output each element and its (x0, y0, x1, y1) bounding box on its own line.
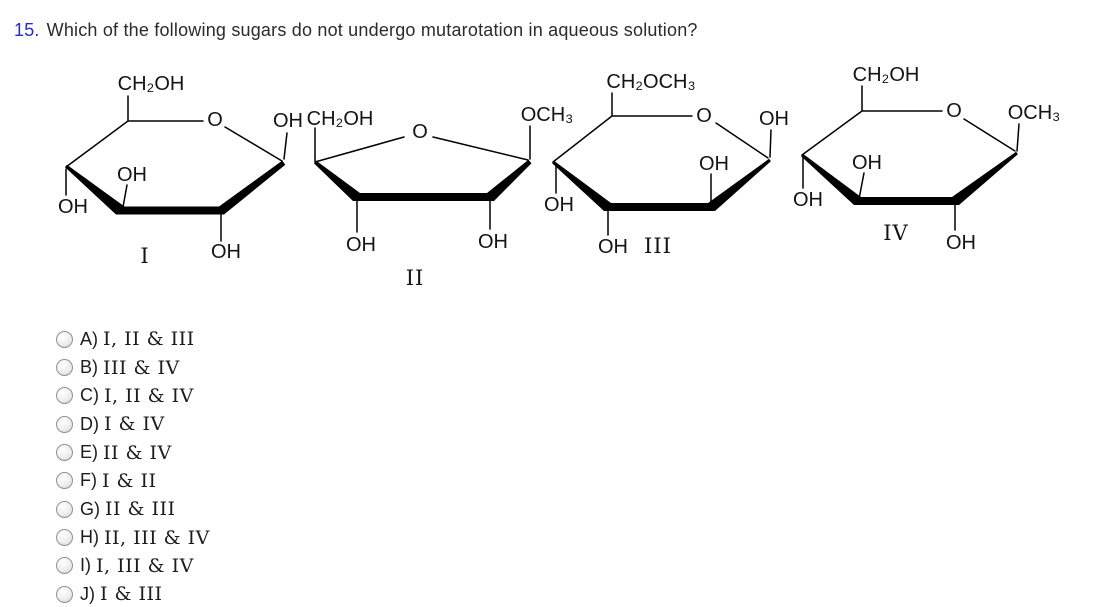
ring-back-edges (801, 85, 1020, 231)
option-letter: A) (80, 328, 98, 349)
structure-numeral: III (644, 234, 672, 258)
option-letter: F) (80, 470, 97, 491)
radio-button[interactable] (56, 330, 73, 348)
option-choices: I, II & IV (104, 384, 194, 407)
answer-option-j[interactable]: J) I & III (56, 580, 210, 607)
structure-I: CH₂OH O OH OH OH OH I (58, 73, 303, 268)
oh-c4-label: OH (58, 196, 88, 218)
answer-option-b[interactable]: B) III & IV (56, 353, 210, 381)
option-letter: D) (80, 413, 99, 434)
answer-option-i[interactable]: I) I, III & IV (56, 552, 210, 580)
option-choices: III & IV (103, 356, 180, 379)
radio-button[interactable] (56, 444, 73, 462)
structure-III: CH₂OCH₃ O OH OH OH OH III (544, 71, 789, 258)
ring-front-bold-rim (552, 158, 771, 211)
answer-option-c[interactable]: C) I, II & IV (56, 382, 210, 410)
ring-back-edges (314, 125, 531, 233)
oh-c4-label: OH (793, 189, 823, 211)
ring-oxygen-label: O (696, 105, 712, 127)
option-choices: II & IV (103, 441, 172, 464)
ring-front-bold-rim (314, 159, 532, 201)
option-letter: I) (80, 555, 91, 576)
anomeric-oh-label: OH (273, 110, 303, 132)
option-letter: H) (80, 527, 99, 548)
answer-option-g[interactable]: G) II & III (56, 495, 210, 523)
question-text: Which of the following sugars do not und… (46, 20, 698, 40)
option-choices: I, III & IV (96, 554, 194, 577)
answer-option-h[interactable]: H) II, III & IV (56, 523, 210, 551)
answer-option-d[interactable]: D) I & IV (56, 410, 210, 438)
answer-option-a[interactable]: A) I, II & III (56, 325, 210, 353)
option-choices: I & IV (104, 413, 165, 436)
structure-II: CH₂OH O OCH₃ OH OH II (307, 104, 574, 290)
structure-numeral: II (406, 266, 425, 290)
ring-back-edges (552, 92, 772, 236)
ring-oxygen-label: O (207, 109, 223, 131)
option-letter: B) (80, 357, 98, 378)
answer-option-f[interactable]: F) I & II (56, 467, 210, 495)
option-letter: E) (80, 442, 98, 463)
radio-button[interactable] (56, 585, 73, 603)
radio-button[interactable] (56, 500, 73, 518)
radio-button[interactable] (56, 387, 73, 405)
oh-c2-label: OH (211, 241, 241, 263)
oh-c3-label: OH (117, 164, 147, 186)
oh-right-label: OH (478, 231, 508, 253)
oh-c2-label: OH (946, 232, 976, 254)
structure-numeral: I (140, 244, 149, 268)
option-choices: II & III (105, 498, 176, 521)
anomeric-och3-label: OCH₃ (521, 104, 574, 126)
option-letter: J) (80, 583, 95, 604)
oh-c4-label: OH (544, 194, 574, 216)
ring-oxygen-label: O (412, 121, 428, 143)
option-letter: C) (80, 385, 99, 406)
radio-button[interactable] (56, 415, 73, 433)
option-choices: II, III & IV (104, 526, 210, 549)
ch2oh-label: CH₂OH (118, 73, 185, 95)
anomeric-och3-label: OCH₃ (1008, 102, 1061, 124)
ring-front-bold-rim (65, 160, 286, 215)
anomeric-oh-label: OH (759, 108, 789, 130)
option-choices: I & III (100, 583, 163, 606)
oh-c3-label: OH (852, 152, 882, 174)
question-number: 15. (14, 20, 40, 40)
oh-c3-label: OH (598, 236, 628, 258)
ch2oh-label: CH₂OH (853, 64, 920, 86)
answer-option-e[interactable]: E) II & IV (56, 438, 210, 466)
option-choices: I, II & III (103, 328, 195, 351)
ring-front-bold-rim (801, 151, 1018, 205)
oh-c2-label: OH (699, 153, 729, 175)
option-choices: I & II (102, 469, 157, 492)
ch2oh-label: CH₂OH (307, 108, 374, 130)
radio-button[interactable] (56, 529, 73, 547)
answer-options-list: A) I, II & III B) III & IV C) I, II & IV… (56, 325, 210, 607)
oh-left-label: OH (346, 234, 376, 256)
radio-button[interactable] (56, 359, 73, 377)
sugar-structures-figure: CH₂OH O OH OH OH OH I CH₂OH O OCH₃ OH OH… (58, 64, 1060, 290)
ring-oxygen-label: O (946, 100, 962, 122)
structure-numeral: IV (883, 221, 908, 245)
ring-back-edges (65, 95, 288, 242)
ch2och3-label: CH₂OCH₃ (606, 71, 695, 93)
radio-button[interactable] (56, 472, 73, 490)
radio-button[interactable] (56, 557, 73, 575)
question-line: 15. Which of the following sugars do not … (14, 20, 698, 41)
structure-IV: CH₂OH O OCH₃ OH OH OH IV (793, 64, 1060, 254)
option-letter: G) (80, 498, 100, 519)
